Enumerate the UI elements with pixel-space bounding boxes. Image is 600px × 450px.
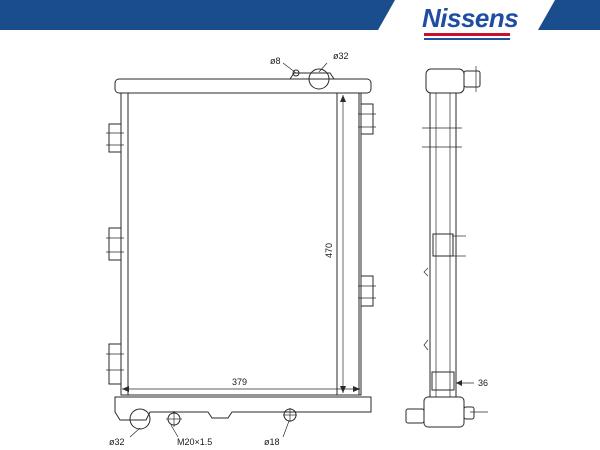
side-inlet-pipe (463, 70, 481, 88)
label-width: 379 (232, 377, 247, 387)
upper-neck (289, 72, 335, 80)
bracket-left-3 (108, 343, 122, 385)
front-view (106, 62, 376, 438)
drain-leader (170, 424, 179, 438)
left-banner (0, 0, 395, 30)
height-arrow-top (340, 95, 346, 102)
lower-tank (114, 396, 372, 421)
upper-inlet-circle (308, 68, 330, 90)
bracket-left-2 (108, 227, 122, 261)
bracket-right-1 (360, 103, 374, 135)
right-brackets (358, 103, 376, 307)
side-outlet-left (405, 408, 425, 424)
label-breather-diameter: ø8 (270, 56, 281, 66)
label-small-outlet-diameter: ø18 (264, 437, 280, 447)
brand-name: Nissens (422, 3, 518, 33)
width-arrow-left (122, 386, 129, 392)
breather-nipple (292, 69, 300, 77)
lower-outlet-leader (129, 427, 141, 438)
logo-underline-blue (424, 38, 510, 40)
upper-inlet-leader (318, 62, 328, 73)
label-drain-thread: M20×1.5 (177, 437, 212, 447)
logo-underline-red (424, 33, 510, 36)
small-outlet-leader (282, 420, 290, 438)
label-lower-outlet-diameter: ø32 (109, 437, 125, 447)
side-channel (336, 92, 360, 396)
width-arrow-right (353, 386, 360, 392)
lower-outlet-circle (129, 408, 151, 430)
label-height: 470 (324, 243, 334, 258)
side-bracket-mid (432, 233, 454, 257)
right-banner (538, 0, 600, 30)
label-upper-inlet-diameter: ø32 (333, 51, 349, 61)
label-depth: 36 (478, 378, 488, 388)
dimension-labels: ø8 ø32 470 379 ø32 M20×1.5 ø18 36 (109, 51, 488, 447)
breather-leader (282, 62, 297, 74)
left-brackets (106, 123, 124, 385)
side-bracket-low (431, 371, 455, 391)
header: Nissens (0, 0, 600, 40)
side-core (429, 92, 457, 398)
brand-logo: Nissens (422, 3, 519, 40)
side-view (405, 66, 488, 428)
height-arrow-bottom (340, 386, 346, 393)
side-lower-tank (423, 396, 465, 428)
upper-tank (114, 78, 372, 94)
bracket-left-1 (108, 123, 122, 153)
side-upper-tank (425, 68, 465, 94)
bracket-right-2 (360, 275, 374, 307)
side-outlet-right (463, 406, 475, 420)
